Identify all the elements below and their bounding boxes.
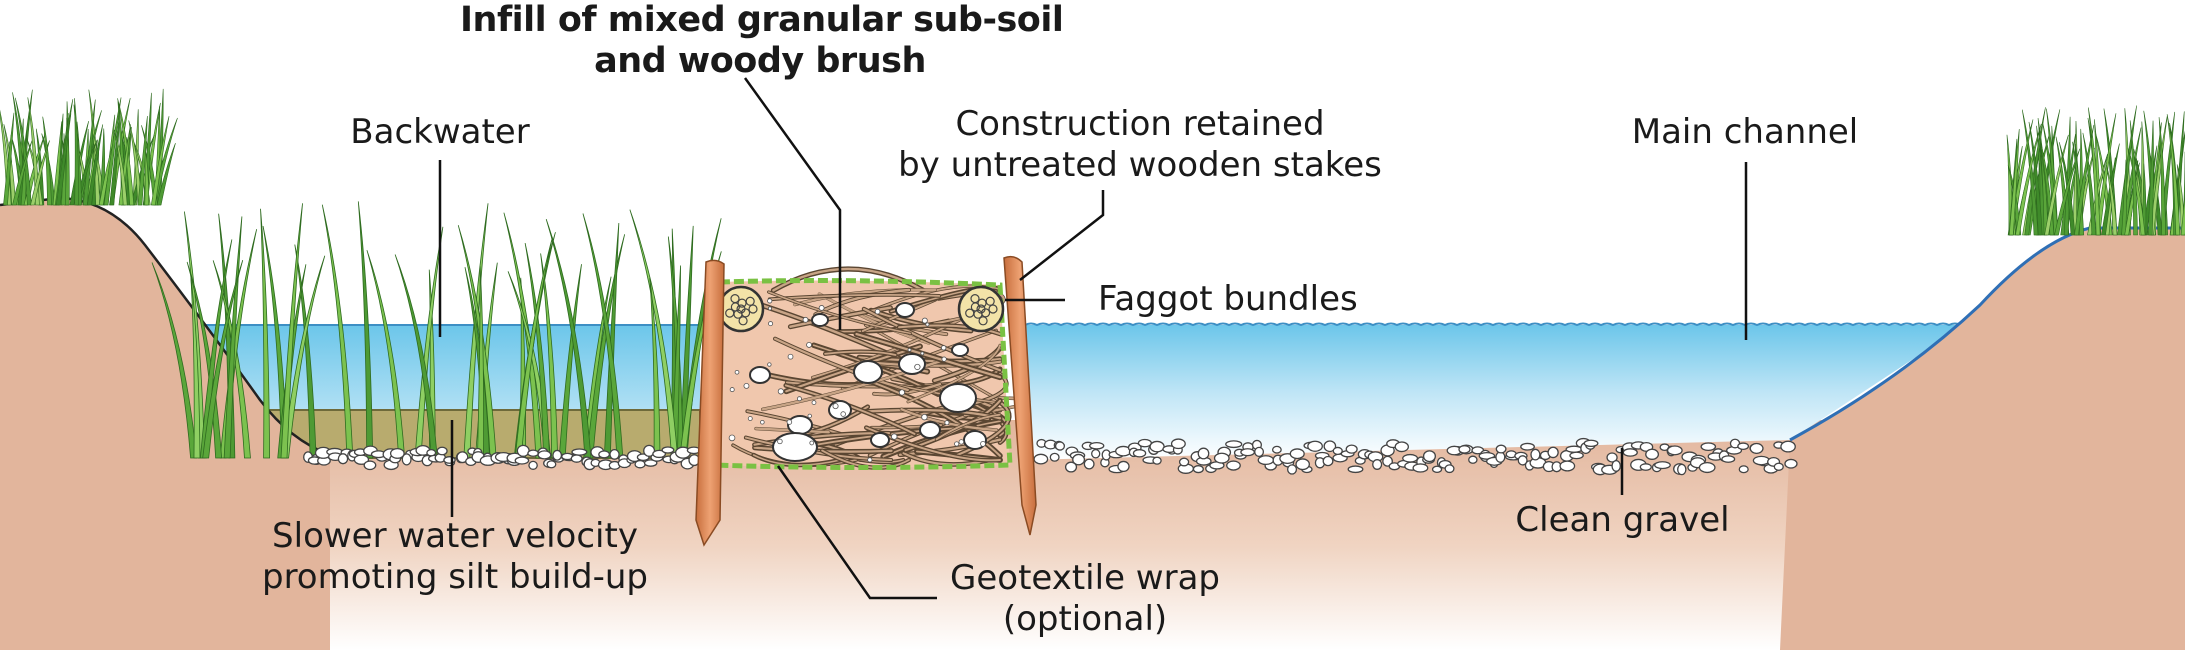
main-channel-water [1024,322,1974,460]
brush-infill-structure [712,266,1031,470]
bank-grass [0,88,2185,236]
clean-gravel-layer [303,437,1798,476]
label-construction: Construction retained by untreated woode… [880,104,1400,186]
label-faggot-bundles-text: Faggot bundles [1098,279,1358,319]
label-infill-line2: and woody brush [594,41,926,81]
label-geotextile-line1: Geotextile wrap [950,558,1220,598]
label-faggot-bundles: Faggot bundles [1098,279,1398,320]
label-clean-gravel: Clean gravel [1490,500,1755,541]
faggot-bundle-left [717,285,765,333]
label-construction-line2: by untreated wooden stakes [898,145,1382,185]
label-main-channel: Main channel [1600,112,1890,153]
leader-lines [438,77,1748,600]
leader-geotextile [776,465,937,600]
label-clean-gravel-text: Clean gravel [1515,500,1730,540]
label-geotextile-line2: (optional) [1002,599,1168,639]
faggot-bundle-right [957,285,1005,333]
label-main-channel-text: Main channel [1631,112,1859,152]
backwater-reeds [151,201,722,459]
label-backwater-text: Backwater [350,112,530,152]
label-backwater: Backwater [320,112,560,153]
label-construction-line1: Construction retained [955,104,1325,144]
right-bank [1780,226,2185,650]
label-slower-water-line1: Slower water velocity [272,516,638,556]
label-infill-line1: Infill of mixed granular sub-soil [460,0,1064,40]
label-infill: Infill of mixed granular sub-soil and wo… [460,0,1064,82]
leader-infill [743,77,842,330]
wooden-stake-left [695,259,725,547]
label-slower-water-line2: promoting silt build-up [261,557,648,597]
wooden-stake-right [1003,255,1037,536]
label-slower-water: Slower water velocity promoting silt bui… [230,516,680,598]
leader-construction [1019,190,1105,281]
label-geotextile: Geotextile wrap (optional) [925,558,1245,640]
